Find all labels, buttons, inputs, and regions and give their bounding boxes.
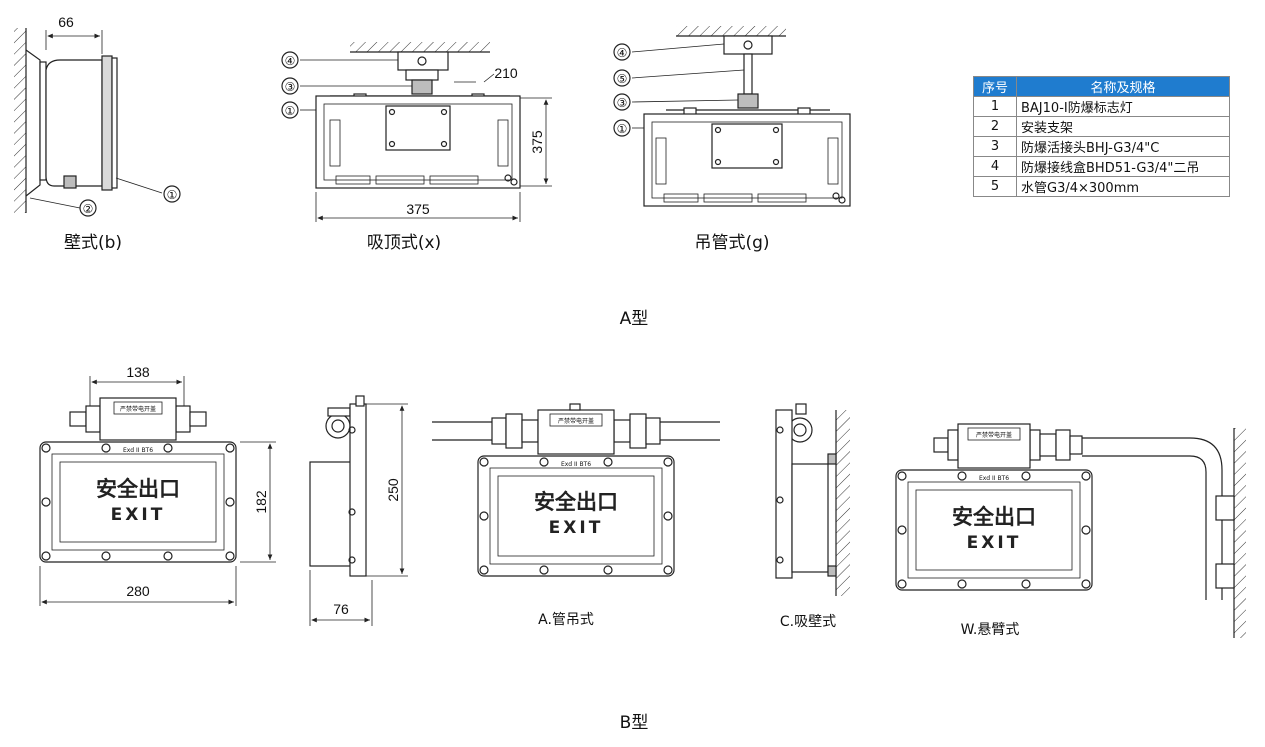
section-a-title: A型 <box>620 309 649 329</box>
b-pipe-caption: A.管吊式 <box>538 612 594 628</box>
spec-cell-name: 安装支架 <box>1016 116 1230 137</box>
spec-table-header: 序号 名称及规格 <box>973 76 1230 97</box>
a-pendant-view: ④ ⑤ ③ ① 吊管式(g) <box>613 26 851 253</box>
table-row: 1 BAJ10-I防爆标志灯 <box>973 96 1230 117</box>
b-front-dim-height: 182 <box>253 490 269 514</box>
a-ceiling-dim-width: 375 <box>406 201 430 217</box>
a-wall-callout-1: ① <box>167 188 178 202</box>
table-row: 3 防爆活接头BHJ-G3/4"C <box>973 136 1230 157</box>
b-pipe-mark: Exd II BT6 <box>561 461 591 468</box>
b-front-sign-exit: EXIT <box>111 505 166 525</box>
table-row: 4 防爆接线盒BHD51-G3/4"二吊 <box>973 156 1230 177</box>
b-front-dim-top: 138 <box>126 364 150 380</box>
b-arm-sign-exit: EXIT <box>967 533 1022 553</box>
a-pendant-callout-5: ⑤ <box>617 72 628 86</box>
b-front-view: 138 严禁带电开盖 Exd II BT6 安全出口 EXIT 182 280 <box>39 364 276 606</box>
b-pipe-view: 严禁带电开盖 Exd II BT6 安全出口 EXIT A.管吊式 <box>432 403 720 628</box>
section-b-title: B型 <box>620 713 649 733</box>
a-ceiling-callout-4: ④ <box>285 54 296 68</box>
b-side-view: 250 76 <box>309 395 408 626</box>
table-row: 5 水管G3/4×300mm <box>973 176 1230 197</box>
a-ceiling-dim-height: 375 <box>529 130 545 154</box>
b-pipe-sign-exit: EXIT <box>549 518 604 538</box>
a-ceiling-dim-bracket: 210 <box>494 65 518 81</box>
a-ceiling-view: 375 375 210 ④ ③ ① 吸顶式(x) <box>281 42 552 253</box>
b-side-dim-height: 250 <box>385 478 401 502</box>
spec-cell-no: 3 <box>973 136 1017 157</box>
b-pipe-sign-text: 安全出口 <box>534 490 618 514</box>
b-arm-plate: 严禁带电开盖 <box>976 431 1012 439</box>
spec-cell-no: 4 <box>973 156 1017 177</box>
b-front-mark: Exd II BT6 <box>123 447 153 454</box>
b-wall-view: C.吸壁式 <box>775 403 850 630</box>
b-arm-caption: W.悬臂式 <box>961 622 1020 638</box>
spec-cell-no: 5 <box>973 176 1017 197</box>
spec-cell-no: 2 <box>973 116 1017 137</box>
b-front-dim-width: 280 <box>126 583 150 599</box>
a-wall-view: 66 ① ② 壁式(b) <box>14 14 181 253</box>
b-pipe-bolts <box>479 457 673 575</box>
b-front-sign-text: 安全出口 <box>96 477 180 501</box>
spec-cell-name: 水管G3/4×300mm <box>1016 176 1230 197</box>
spec-table: 序号 名称及规格 1 BAJ10-I防爆标志灯 2 安装支架 3 防爆活接头BH… <box>973 76 1230 197</box>
b-front-bolts <box>41 443 235 561</box>
spec-cell-name: 防爆活接头BHJ-G3/4"C <box>1016 136 1230 157</box>
spec-header-name: 名称及规格 <box>1016 76 1230 97</box>
a-ceiling-callout-3: ③ <box>285 80 296 94</box>
a-pendant-callout-1: ① <box>617 122 628 136</box>
b-arm-mark: Exd II BT6 <box>979 475 1009 482</box>
a-wall-callout-2: ② <box>83 202 94 216</box>
b-front-plate: 严禁带电开盖 <box>120 405 156 413</box>
b-pipe-plate: 严禁带电开盖 <box>558 417 594 425</box>
b-arm-view: 严禁带电开盖 Exd II BT6 安全出口 EXIT W.悬臂式 <box>895 423 1246 638</box>
b-arm-bolts <box>897 471 1091 589</box>
a-wall-caption: 壁式(b) <box>64 233 122 253</box>
spec-header-no: 序号 <box>973 76 1017 97</box>
a-pendant-callout-3: ③ <box>617 96 628 110</box>
a-pendant-caption: 吊管式(g) <box>694 233 769 253</box>
b-side-dim-depth: 76 <box>333 601 349 617</box>
b-arm-sign-text: 安全出口 <box>952 505 1036 529</box>
a-wall-dim-depth: 66 <box>58 14 74 30</box>
spec-cell-name: 防爆接线盒BHD51-G3/4"二吊 <box>1016 156 1230 177</box>
spec-cell-no: 1 <box>973 96 1017 117</box>
a-pendant-callout-4: ④ <box>617 46 628 60</box>
b-wall-caption: C.吸壁式 <box>780 614 836 630</box>
spec-cell-name: BAJ10-I防爆标志灯 <box>1016 96 1230 117</box>
a-ceiling-caption: 吸顶式(x) <box>367 233 441 253</box>
table-row: 2 安装支架 <box>973 116 1230 137</box>
a-ceiling-callout-1: ① <box>285 104 296 118</box>
